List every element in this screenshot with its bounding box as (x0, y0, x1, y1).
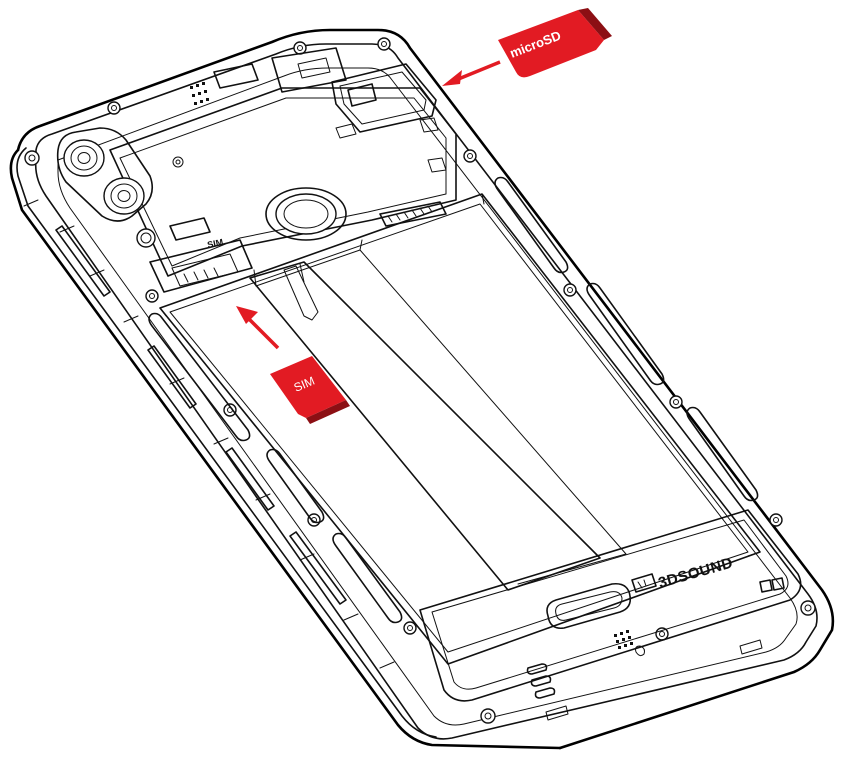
speaker-branding-text: 3DSOUND (656, 554, 735, 592)
frame-slots (148, 176, 759, 624)
sim-slot-label: SIM (206, 237, 224, 250)
sim-slot: SIM (149, 217, 253, 293)
camera-module-icon (56, 127, 154, 222)
sim-card: SIM (270, 356, 350, 424)
phone-body (9, 28, 835, 750)
insert-arrows (236, 60, 501, 350)
battery-bay (159, 193, 761, 665)
fingerprint-sensor-icon (265, 187, 347, 241)
flash-icon (136, 228, 156, 248)
microsd-card: microSD (498, 8, 612, 78)
screw-holes (24, 37, 816, 724)
home-button-cutout (546, 582, 632, 630)
microphone-grid (614, 630, 633, 649)
upper-board (109, 47, 457, 277)
speaker-logo-icon (631, 573, 657, 593)
